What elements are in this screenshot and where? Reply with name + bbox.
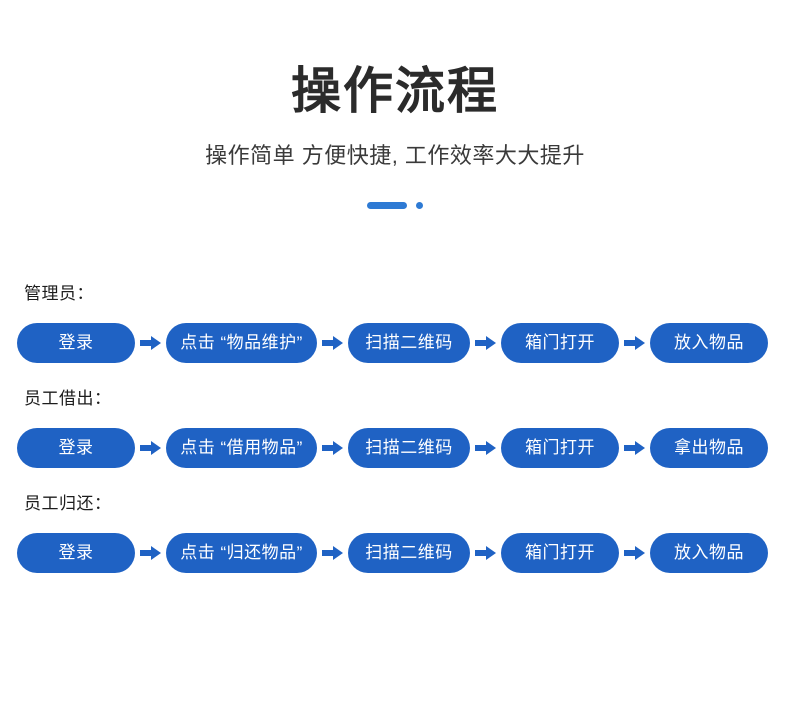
arrow-right-icon xyxy=(140,546,161,560)
flow-step-pill[interactable]: 登录 xyxy=(17,323,135,363)
flow-step-pill[interactable]: 箱门打开 xyxy=(501,428,619,468)
flow-label: 管理员： xyxy=(24,284,94,303)
decoration-bar-icon xyxy=(367,202,407,209)
arrow-right-icon xyxy=(322,336,343,350)
flow-label: 员工归还： xyxy=(24,494,112,513)
arrow-right-icon xyxy=(624,336,645,350)
arrow-right-icon xyxy=(475,546,496,560)
arrow-right-icon xyxy=(624,546,645,560)
flow-group-return: 员工归还： 登录 点击 “归还物品” 扫描二维码 箱门打开 放入物品 xyxy=(0,493,790,573)
decoration-dot-icon xyxy=(416,202,423,209)
flow-step-pill[interactable]: 登录 xyxy=(17,428,135,468)
flow-steps-row: 登录 点击 “借用物品” 扫描二维码 箱门打开 拿出物品 xyxy=(0,410,790,468)
flow-step-pill[interactable]: 扫描二维码 xyxy=(348,428,470,468)
arrow-right-icon xyxy=(322,441,343,455)
flow-list: 管理员： 登录 点击 “物品维护” 扫描二维码 箱门打开 放入物品 员工借出： … xyxy=(0,283,790,598)
arrow-right-icon xyxy=(140,336,161,350)
flow-step-pill[interactable]: 登录 xyxy=(17,533,135,573)
arrow-right-icon xyxy=(140,441,161,455)
page-subtitle: 操作简单 方便快捷, 工作效率大大提升 xyxy=(205,143,585,168)
flow-step-pill[interactable]: 放入物品 xyxy=(650,323,768,363)
arrow-right-icon xyxy=(475,336,496,350)
flow-step-pill[interactable]: 点击 “物品维护” xyxy=(166,323,317,363)
flow-step-pill[interactable]: 箱门打开 xyxy=(501,323,619,363)
page-header: 操作流程 操作简单 方便快捷, 工作效率大大提升 xyxy=(0,0,790,209)
flow-step-pill[interactable]: 点击 “借用物品” xyxy=(166,428,317,468)
arrow-right-icon xyxy=(475,441,496,455)
flow-step-pill[interactable]: 拿出物品 xyxy=(650,428,768,468)
flow-step-pill[interactable]: 点击 “归还物品” xyxy=(166,533,317,573)
flow-step-pill[interactable]: 放入物品 xyxy=(650,533,768,573)
flow-steps-row: 登录 点击 “归还物品” 扫描二维码 箱门打开 放入物品 xyxy=(0,515,790,573)
flow-label: 员工借出： xyxy=(24,389,112,408)
flow-step-pill[interactable]: 扫描二维码 xyxy=(348,533,470,573)
flow-steps-row: 登录 点击 “物品维护” 扫描二维码 箱门打开 放入物品 xyxy=(0,305,790,363)
header-decoration xyxy=(0,170,790,209)
flow-step-pill[interactable]: 箱门打开 xyxy=(501,533,619,573)
flow-step-pill[interactable]: 扫描二维码 xyxy=(348,323,470,363)
flow-group-borrow: 员工借出： 登录 点击 “借用物品” 扫描二维码 箱门打开 拿出物品 xyxy=(0,388,790,468)
arrow-right-icon xyxy=(624,441,645,455)
page-title: 操作流程 xyxy=(291,63,499,119)
arrow-right-icon xyxy=(322,546,343,560)
flow-group-admin: 管理员： 登录 点击 “物品维护” 扫描二维码 箱门打开 放入物品 xyxy=(0,283,790,363)
